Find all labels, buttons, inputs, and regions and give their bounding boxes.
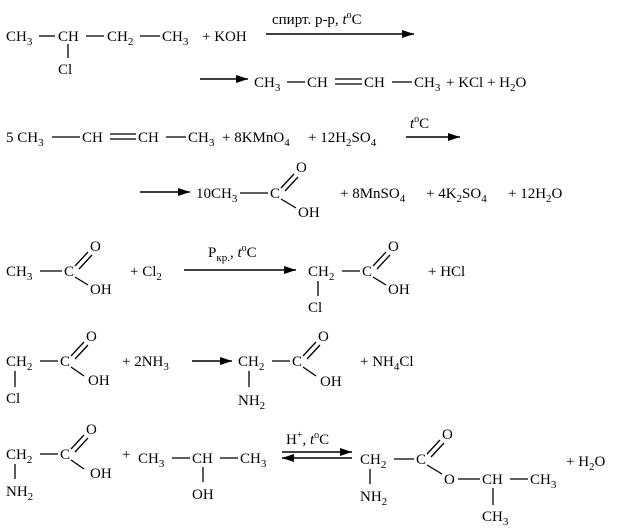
svg-text:CH2: CH2 bbox=[6, 447, 32, 466]
svg-text:5 CH3: 5 CH3 bbox=[6, 130, 44, 149]
svg-text:CH3: CH3 bbox=[138, 451, 165, 470]
svg-text:Cl: Cl bbox=[6, 391, 20, 407]
svg-text:CH2: CH2 bbox=[360, 452, 386, 471]
r5-plus: + bbox=[122, 447, 130, 463]
svg-text:C: C bbox=[64, 264, 74, 280]
svg-text:OH: OH bbox=[88, 373, 110, 389]
r5-reversible-arrow bbox=[282, 448, 352, 462]
r2-h2o: + 12H2O bbox=[508, 186, 563, 205]
svg-text:CH2: CH2 bbox=[6, 354, 32, 373]
svg-text:CH: CH bbox=[307, 75, 328, 91]
svg-text:OH: OH bbox=[320, 374, 342, 390]
svg-text:CH3: CH3 bbox=[6, 29, 33, 48]
svg-text:O: O bbox=[444, 472, 455, 488]
svg-text:CH3: CH3 bbox=[482, 509, 509, 528]
r2-h2so4: + 12H2SO4 bbox=[308, 130, 377, 149]
svg-text:NH2: NH2 bbox=[238, 393, 265, 412]
svg-text:O: O bbox=[442, 427, 453, 443]
r2-mnso4: + 8MnSO4 bbox=[340, 186, 406, 205]
r2-product-acetic-acid: 10CH3 C O OH bbox=[196, 160, 320, 221]
r1-byproducts: + KCl + H2O bbox=[446, 75, 527, 94]
svg-text:10CH3: 10CH3 bbox=[196, 186, 238, 205]
r5-product-isopropyl-glycinate: CH2 C O O CH CH3 CH3 NH2 bbox=[360, 427, 557, 528]
svg-text:CH3: CH3 bbox=[162, 29, 189, 48]
r1-condition: спирт. р-р, toC bbox=[272, 10, 362, 28]
svg-text:O: O bbox=[90, 239, 101, 255]
reaction-2: 5 CH3 CH CH CH3 + 8KMnO4 + 12H2SO4 toC 1… bbox=[6, 114, 563, 221]
r5-h2o: + H2O bbox=[566, 454, 606, 473]
svg-text:C: C bbox=[416, 452, 426, 468]
svg-text:CH2: CH2 bbox=[238, 354, 264, 373]
svg-text:O: O bbox=[296, 160, 307, 176]
r1-reactant-2-chlorobutane: CH3 CH CH2 CH3 Cl bbox=[6, 29, 189, 78]
svg-text:CH3: CH3 bbox=[6, 264, 33, 283]
svg-text:OH: OH bbox=[192, 487, 214, 503]
svg-text:NH2: NH2 bbox=[360, 489, 387, 508]
r3-hcl: + HCl bbox=[428, 264, 465, 280]
svg-text:O: O bbox=[86, 329, 97, 345]
svg-text:O: O bbox=[86, 422, 97, 438]
r1-product-2-butene: CH3 CH CH CH3 bbox=[254, 75, 441, 94]
reaction-4: CH2 C O OH Cl + 2NH3 CH2 C O OH NH2 + NH… bbox=[6, 329, 414, 412]
svg-text:CH3: CH3 bbox=[188, 130, 215, 149]
r3-reactant-acetic-acid: CH3 C O OH bbox=[6, 239, 112, 298]
r5-reactant-glycine: CH2 C O OH NH2 bbox=[6, 422, 112, 503]
svg-text:OH: OH bbox=[90, 282, 112, 298]
r2-condition: toC bbox=[410, 114, 429, 132]
svg-text:Cl: Cl bbox=[58, 62, 72, 78]
r5-condition: H+, toC bbox=[286, 430, 329, 448]
svg-text:O: O bbox=[318, 329, 329, 345]
r4-product-glycine: CH2 C O OH NH2 bbox=[238, 329, 342, 412]
svg-text:CH: CH bbox=[364, 75, 385, 91]
svg-text:CH2: CH2 bbox=[107, 29, 133, 48]
svg-text:OH: OH bbox=[298, 205, 320, 221]
svg-text:OH: OH bbox=[90, 466, 112, 482]
svg-text:CH3: CH3 bbox=[240, 451, 267, 470]
reaction-3: CH3 C O OH + Cl2 Pкр., toC CH2 C O OH Cl… bbox=[6, 239, 465, 316]
r4-nh3: + 2NH3 bbox=[122, 354, 169, 373]
r4-reactant-chloroacetic-acid: CH2 C O OH Cl bbox=[6, 329, 110, 407]
r3-condition: Pкр., toC bbox=[208, 243, 257, 264]
r3-product-chloroacetic-acid: CH2 C O OH Cl bbox=[308, 239, 410, 316]
svg-text:CH: CH bbox=[82, 130, 103, 146]
svg-text:C: C bbox=[270, 186, 280, 202]
svg-text:O: O bbox=[388, 239, 399, 255]
r4-nh4cl: + NH4Cl bbox=[360, 354, 414, 373]
svg-text:C: C bbox=[292, 354, 302, 370]
svg-text:CH2: CH2 bbox=[308, 264, 334, 283]
r1-koh: + KOH bbox=[202, 29, 247, 45]
svg-text:CH3: CH3 bbox=[414, 75, 441, 94]
svg-text:Cl: Cl bbox=[308, 300, 322, 316]
r3-cl2: + Cl2 bbox=[130, 264, 162, 283]
r2-k2so4: + 4K2SO4 bbox=[426, 186, 487, 205]
r2-reactant-butene: 5 CH3 CH CH CH3 bbox=[6, 130, 215, 149]
r2-kmno4: + 8KMnO4 bbox=[222, 130, 290, 149]
svg-text:C: C bbox=[362, 264, 372, 280]
svg-text:NH2: NH2 bbox=[6, 484, 33, 503]
svg-text:CH: CH bbox=[58, 29, 79, 45]
svg-text:C: C bbox=[60, 354, 70, 370]
svg-text:C: C bbox=[60, 447, 70, 463]
r5-reactant-isopropanol: CH3 CH CH3 OH bbox=[138, 451, 267, 503]
svg-text:CH3: CH3 bbox=[254, 75, 281, 94]
svg-text:CH: CH bbox=[192, 451, 213, 467]
svg-text:CH: CH bbox=[482, 472, 503, 488]
svg-text:CH3: CH3 bbox=[530, 472, 557, 491]
svg-text:CH: CH bbox=[138, 130, 159, 146]
svg-text:спирт. р-р, toC: спирт. р-р, toC bbox=[272, 10, 362, 28]
reaction-1: CH3 CH CH2 CH3 Cl + KOH спирт. р-р, toC … bbox=[6, 10, 527, 94]
svg-text:OH: OH bbox=[388, 282, 410, 298]
reaction-5: CH2 C O OH NH2 + CH3 CH CH3 OH H+, toC bbox=[6, 422, 606, 528]
